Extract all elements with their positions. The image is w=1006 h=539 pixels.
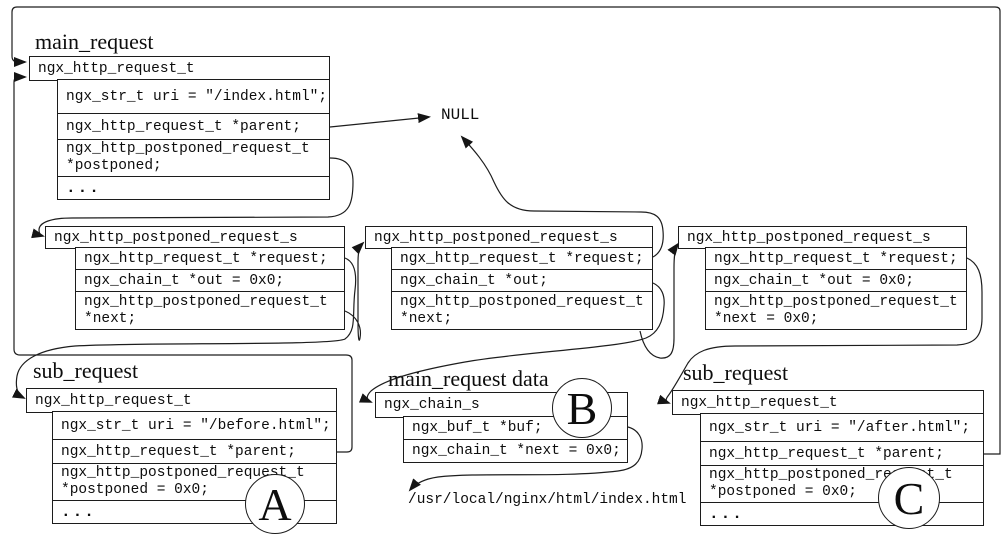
postponed1-fields: ngx_http_request_t *request; ngx_chain_t… xyxy=(75,247,345,330)
sub-request-c-title: sub_request xyxy=(683,360,789,385)
arrow-main-parent-to-null xyxy=(329,113,431,128)
main-request-struct-header: ngx_http_request_t xyxy=(29,56,330,81)
postponed3-request-field: ngx_http_request_t *request; xyxy=(705,247,967,270)
sub-c-uri-field: ngx_str_t uri = ″/after.html″; xyxy=(700,413,984,442)
postponed2-request-field: ngx_http_request_t *request; xyxy=(391,247,653,270)
main-request-data-title: main_request data xyxy=(388,366,549,391)
sub-request-a-title: sub_request xyxy=(33,358,139,383)
main-request-fields: ngx_str_t uri = ″/index.html″; ngx_http_… xyxy=(57,79,330,200)
file-path-label: /usr/local/nginx/html/index.html xyxy=(408,492,687,508)
main-postponed-field: ngx_http_postponed_request_t *postponed; xyxy=(57,139,330,177)
postponed2-fields: ngx_http_request_t *request; ngx_chain_t… xyxy=(391,247,653,330)
badge-b: B xyxy=(552,378,612,438)
sub-request-c-fields: ngx_str_t uri = ″/after.html″; ngx_http_… xyxy=(700,413,984,526)
postponed1-struct-header: ngx_http_postponed_request_s xyxy=(45,226,345,249)
postponed1-request-field: ngx_http_request_t *request; xyxy=(75,247,345,270)
sub-c-parent-field: ngx_http_request_t *parent; xyxy=(700,441,984,466)
postponed3-fields: ngx_http_request_t *request; ngx_chain_t… xyxy=(705,247,967,330)
sub-c-postponed-field: ngx_http_postponed_request_t *postponed … xyxy=(700,465,984,503)
main-request-title: main_request xyxy=(35,29,154,54)
postponed3-out-field: ngx_chain_t *out = 0x0; xyxy=(705,269,967,292)
postponed1-out-field: ngx_chain_t *out = 0x0; xyxy=(75,269,345,292)
postponed1-next-field: ngx_http_postponed_request_t *next; xyxy=(75,291,345,330)
main-uri-field: ngx_str_t uri = ″/index.html″; xyxy=(57,79,330,114)
postponed3-struct-header: ngx_http_postponed_request_s xyxy=(678,226,967,249)
chain-next-field: ngx_chain_t *next = 0x0; xyxy=(403,439,628,463)
sub-a-parent-field: ngx_http_request_t *parent; xyxy=(52,439,337,464)
sub-a-uri-field: ngx_str_t uri = ″/before.html″; xyxy=(52,411,337,440)
postponed2-struct-header: ngx_http_postponed_request_s xyxy=(365,226,653,249)
main-ellipsis-field: ... xyxy=(57,176,330,200)
null-label: NULL xyxy=(441,106,480,124)
sub-request-a-struct-header: ngx_http_request_t xyxy=(26,388,337,413)
postponed2-next-field: ngx_http_postponed_request_t *next; xyxy=(391,291,653,330)
sub-request-c-struct-header: ngx_http_request_t xyxy=(672,390,984,415)
badge-c: C xyxy=(878,467,940,529)
sub-c-ellipsis-field: ... xyxy=(700,502,984,526)
badge-a: A xyxy=(245,474,305,534)
main-parent-field: ngx_http_request_t *parent; xyxy=(57,113,330,140)
postponed3-next-field: ngx_http_postponed_request_t *next = 0x0… xyxy=(705,291,967,330)
postponed2-out-field: ngx_chain_t *out; xyxy=(391,269,653,292)
arrow-p1-next-to-p2 xyxy=(344,241,365,341)
